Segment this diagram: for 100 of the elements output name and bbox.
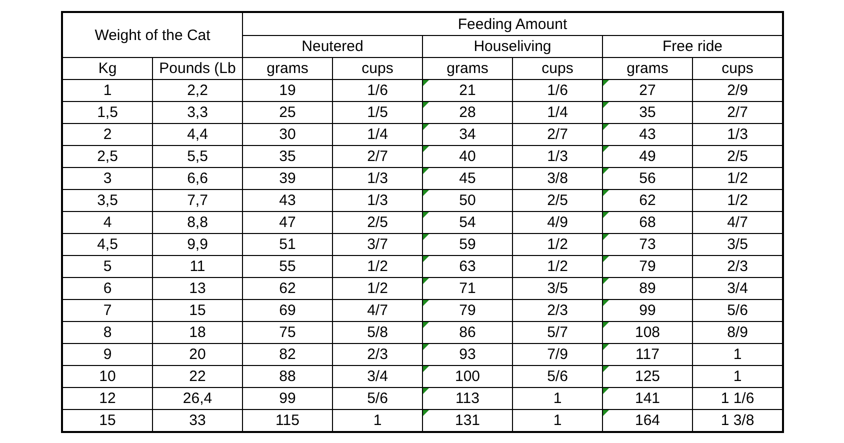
table-cell: 21	[423, 80, 512, 101]
table-cell: 3/5	[693, 234, 782, 255]
table-cell: 13	[153, 278, 242, 299]
table-cell: 5/6	[333, 388, 422, 409]
table-cell: 1/2	[513, 256, 602, 277]
table-cell: 115	[243, 410, 332, 431]
table-cell: 1/3	[333, 168, 422, 189]
table-cell: 6	[63, 278, 152, 299]
table-cell: 1	[63, 80, 152, 101]
table-cell: 49	[603, 146, 692, 167]
table-cell: 55	[243, 256, 332, 277]
table-cell: 79	[603, 256, 692, 277]
table-cell: 6,6	[153, 168, 242, 189]
table-cell: 1/2	[693, 168, 782, 189]
table-cell: 1/6	[513, 80, 602, 101]
table-cell: Feeding Amount	[243, 13, 782, 35]
table-cell: 50	[423, 190, 512, 211]
table-cell: 73	[603, 234, 692, 255]
table-cell: 5/7	[513, 322, 602, 343]
table-cell: 5	[63, 256, 152, 277]
table-cell: grams	[423, 58, 512, 79]
table-cell: 1/3	[693, 124, 782, 145]
table-cell: 86	[423, 322, 512, 343]
table-cell: 1/2	[333, 256, 422, 277]
table-cell: 1/2	[333, 278, 422, 299]
table-cell: 141	[603, 388, 692, 409]
table-cell: 4/7	[333, 300, 422, 321]
table-cell: 1,5	[63, 102, 152, 123]
table-cell: 164	[603, 410, 692, 431]
table-cell: 69	[243, 300, 332, 321]
table-cell: 4,5	[63, 234, 152, 255]
table-cell: 26,4	[153, 388, 242, 409]
table-cell: 3/8	[513, 168, 602, 189]
table-cell: 27	[603, 80, 692, 101]
table-cell: Free ride	[603, 36, 782, 57]
table-cell: 100	[423, 366, 512, 387]
table-cell: 2,2	[153, 80, 242, 101]
table-cell: 59	[423, 234, 512, 255]
table-cell: 3,5	[63, 190, 152, 211]
table-cell: 93	[423, 344, 512, 365]
table-cell: 68	[603, 212, 692, 233]
table-cell: 19	[243, 80, 332, 101]
table-cell: 8/9	[693, 322, 782, 343]
table-cell: 3/5	[513, 278, 602, 299]
table-cell: 3,3	[153, 102, 242, 123]
table-cell: 9,9	[153, 234, 242, 255]
table-cell: 4	[63, 212, 152, 233]
table-cell: 2/3	[333, 344, 422, 365]
table-cell: 51	[243, 234, 332, 255]
table-cell: 4/7	[693, 212, 782, 233]
table-cell: 4,4	[153, 124, 242, 145]
table-cell: 54	[423, 212, 512, 233]
table-cell: 7	[63, 300, 152, 321]
table-cell: 131	[423, 410, 512, 431]
table-cell: 99	[243, 388, 332, 409]
table-cell: 1/3	[333, 190, 422, 211]
table-cell: Neutered	[243, 36, 422, 57]
table-cell: 1/2	[513, 234, 602, 255]
table-cell: 56	[603, 168, 692, 189]
table-cell: 15	[153, 300, 242, 321]
table-cell: 1/2	[693, 190, 782, 211]
table-cell: 1	[513, 388, 602, 409]
table-cell: 12	[63, 388, 152, 409]
table-cell: 30	[243, 124, 332, 145]
table-cell: 2/5	[333, 212, 422, 233]
table-cell: 2/7	[693, 102, 782, 123]
table-cell: 33	[153, 410, 242, 431]
table-cell: 22	[153, 366, 242, 387]
table-cell: 3/4	[693, 278, 782, 299]
table-cell: 43	[603, 124, 692, 145]
table-cell: 99	[603, 300, 692, 321]
table-cell: 2/7	[513, 124, 602, 145]
table-cell: 5,5	[153, 146, 242, 167]
table-cell: 2/3	[513, 300, 602, 321]
table-cell: 10	[63, 366, 152, 387]
table-cell: 2/3	[693, 256, 782, 277]
table-cell: 28	[423, 102, 512, 123]
table-cell: 1/5	[333, 102, 422, 123]
table-cell: 7,7	[153, 190, 242, 211]
table-cell: 2/5	[513, 190, 602, 211]
table-cell: 1	[513, 410, 602, 431]
table-cell: 2/9	[693, 80, 782, 101]
table-cell: cups	[333, 58, 422, 79]
table-cell: 88	[243, 366, 332, 387]
table-cell: 63	[423, 256, 512, 277]
table-cell: Kg	[63, 58, 152, 79]
table-cell: 1/4	[513, 102, 602, 123]
table-cell: 79	[423, 300, 512, 321]
table-cell: 3/4	[333, 366, 422, 387]
table-cell: 1 1/6	[693, 388, 782, 409]
table-cell: 35	[243, 146, 332, 167]
table-cell: 62	[243, 278, 332, 299]
table-cell: Houseliving	[423, 36, 602, 57]
table-cell: 40	[423, 146, 512, 167]
table-cell: 47	[243, 212, 332, 233]
table-cell: 43	[243, 190, 332, 211]
table-cell: 5/8	[333, 322, 422, 343]
table-cell: 2/7	[333, 146, 422, 167]
table-cell: 1/6	[333, 80, 422, 101]
table-cell: 113	[423, 388, 512, 409]
